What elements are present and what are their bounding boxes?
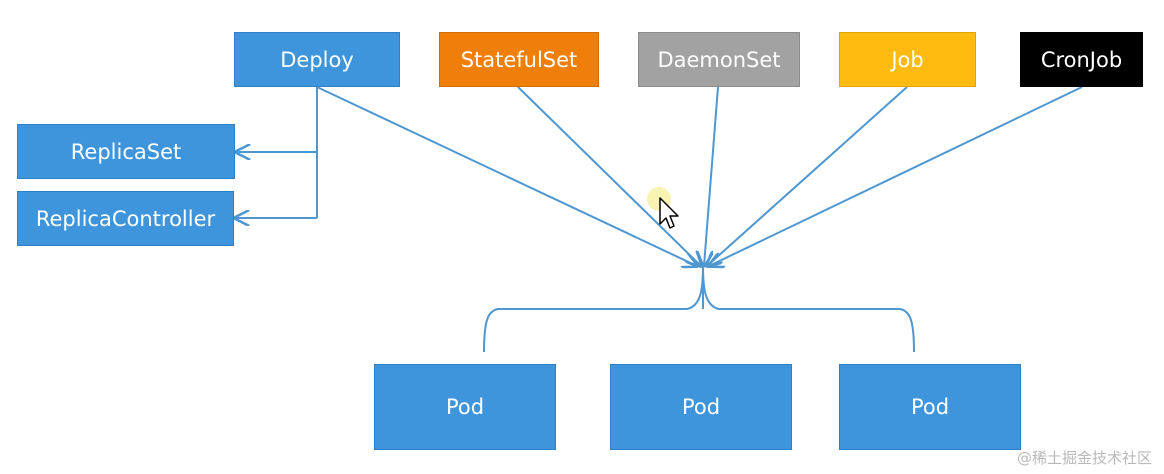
pod-label-3: Pod xyxy=(910,395,950,419)
statefulset-label: StatefulSet xyxy=(460,47,578,72)
daemonset-to-pods-arrow xyxy=(704,86,719,266)
pod-node-2: Pod xyxy=(610,364,792,450)
cronjob-node: CronJob xyxy=(1020,32,1143,87)
pod-node-1: Pod xyxy=(374,364,556,450)
watermark-text: @稀土掘金技术社区 xyxy=(1016,449,1152,467)
replicaset-node: ReplicaSet xyxy=(17,124,235,179)
job-to-pods-arrow xyxy=(707,86,908,266)
job-node: Job xyxy=(839,32,976,87)
daemonset-node: DaemonSet xyxy=(638,32,800,87)
pod-node-3: Pod xyxy=(839,364,1021,450)
replicacontroller-node: ReplicaController xyxy=(17,191,234,246)
pod-label-1: Pod xyxy=(445,395,485,419)
deploy-label: Deploy xyxy=(280,47,354,72)
cronjob-label: CronJob xyxy=(1040,47,1123,72)
job-label: Job xyxy=(891,47,924,72)
pod-brace xyxy=(483,265,915,353)
daemonset-label: DaemonSet xyxy=(657,47,781,72)
statefulset-to-pods-arrow xyxy=(517,86,701,266)
replicacontroller-label: ReplicaController xyxy=(35,206,216,231)
deploy-node: Deploy xyxy=(234,32,400,87)
mouse-cursor-icon xyxy=(647,187,679,229)
statefulset-node: StatefulSet xyxy=(439,32,599,87)
cronjob-to-pods-arrow xyxy=(709,86,1083,266)
deploy-to-pods-arrow xyxy=(316,86,697,266)
pod-label-2: Pod xyxy=(681,395,721,419)
replicaset-label: ReplicaSet xyxy=(70,139,182,164)
